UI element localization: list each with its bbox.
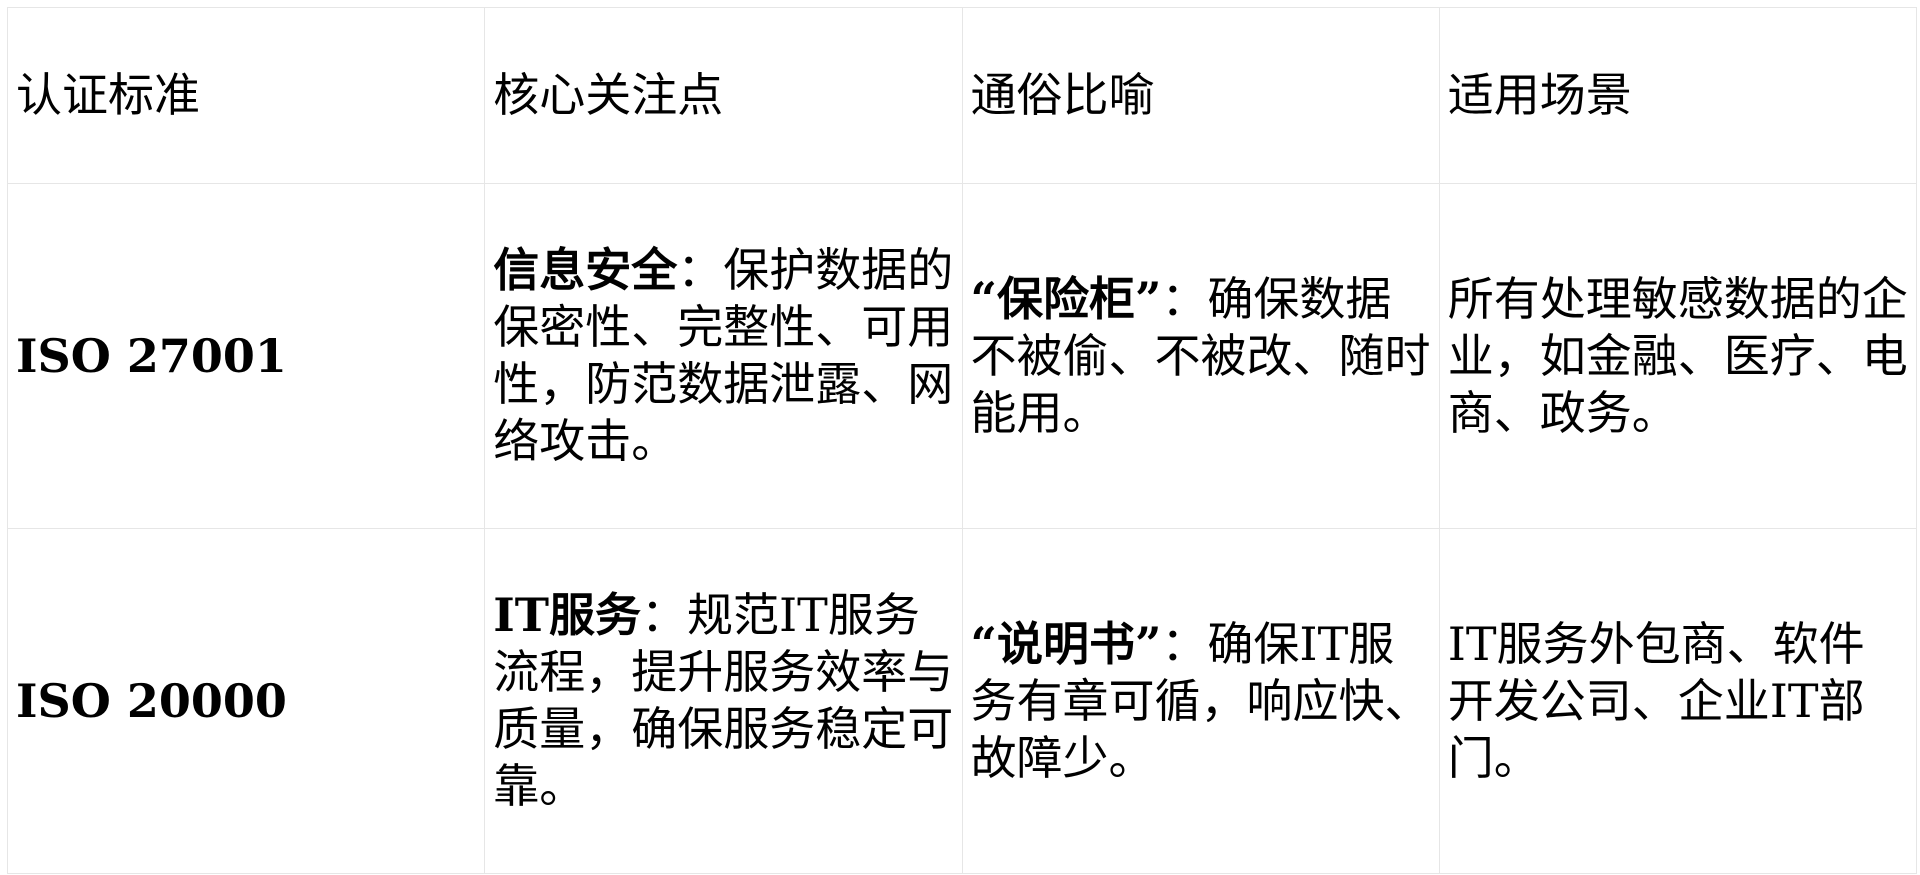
metaphor-description: ：确保IT服务有章可循，响应快、故障少。: [970, 616, 1431, 785]
table-row: ISO 20000 IT服务：规范IT服务流程，提升服务效率与质量，确保服务稳定…: [6, 528, 1918, 874]
header-standard: 认证标准: [6, 7, 486, 184]
metaphor-description: ：确保数据不被偷、不被改、随时能用。: [970, 271, 1431, 440]
focus-cell: 信息安全：保护数据的保密性、完整性、可用性，防范数据泄露、网络攻击。: [484, 183, 963, 529]
header-focus: 核心关注点: [484, 7, 963, 184]
standard-cell: ISO 27001: [6, 183, 486, 529]
metaphor-cell: “说明书”：确保IT服务有章可循，响应快、故障少。: [961, 528, 1440, 874]
header-metaphor: 通俗比喻: [961, 7, 1440, 184]
metaphor-keyword: “说明书”: [970, 616, 1162, 671]
focus-cell: IT服务：规范IT服务流程，提升服务效率与质量，确保服务稳定可靠。: [484, 528, 963, 874]
table-row: ISO 27001 信息安全：保护数据的保密性、完整性、可用性，防范数据泄露、网…: [6, 183, 1918, 529]
focus-description: ：保护数据的保密性、完整性、可用性，防范数据泄露、网络攻击。: [493, 243, 954, 468]
header-scenario: 适用场景: [1438, 7, 1918, 184]
metaphor-keyword: “保险柜”: [970, 271, 1162, 326]
focus-keyword: 信息安全: [493, 243, 678, 297]
scenario-cell: 所有处理敏感数据的企业，如金融、医疗、电商、政务。: [1438, 183, 1918, 529]
table-header-row: 认证标准 核心关注点 通俗比喻 适用场景: [6, 7, 1918, 184]
metaphor-cell: “保险柜”：确保数据不被偷、不被改、随时能用。: [961, 183, 1440, 529]
standard-cell: ISO 20000: [6, 528, 486, 874]
scenario-cell: IT服务外包商、软件开发公司、企业IT部门。: [1438, 528, 1918, 874]
certification-comparison-table: 认证标准 核心关注点 通俗比喻 适用场景 ISO 27001 信息安全：保护数据…: [6, 7, 1918, 874]
focus-keyword: IT服务: [493, 588, 641, 642]
focus-description: ：规范IT服务流程，提升服务效率与质量，确保服务稳定可靠。: [493, 588, 954, 813]
